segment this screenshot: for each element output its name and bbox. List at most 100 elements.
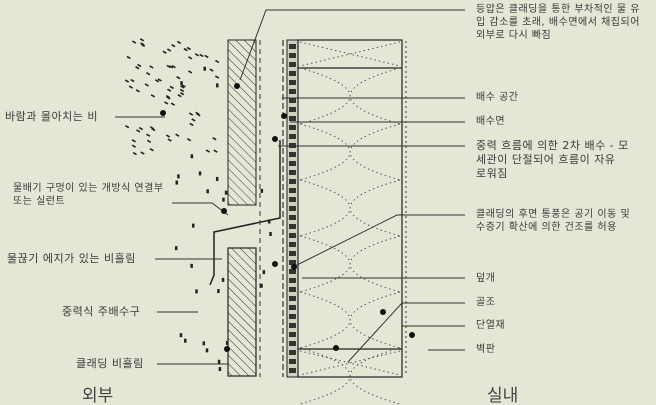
rain-drop bbox=[130, 78, 135, 83]
sheathing-mark bbox=[289, 260, 296, 265]
rain-drop bbox=[124, 79, 130, 83]
rain-drop bbox=[149, 65, 154, 69]
rain-drop bbox=[137, 63, 142, 68]
rain-drop bbox=[199, 53, 204, 58]
sheathing-mark bbox=[289, 296, 296, 301]
sheathing-mark bbox=[289, 80, 296, 85]
insulation-loop bbox=[349, 347, 401, 405]
rain-drop bbox=[168, 65, 174, 69]
rain-drop bbox=[214, 75, 220, 79]
sheathing-mark bbox=[289, 350, 296, 355]
rain-drop bbox=[149, 126, 155, 130]
wallboard-dot bbox=[405, 251, 407, 253]
rain-drop bbox=[209, 68, 214, 72]
label-line: 입 감소를 초래, 배수면에서 채집되어 bbox=[476, 17, 640, 28]
wallboard-dot bbox=[405, 316, 407, 318]
rain-drop bbox=[135, 66, 140, 70]
rain-drop bbox=[169, 85, 174, 90]
sheathing-mark bbox=[289, 107, 296, 112]
blocking-cross bbox=[299, 41, 401, 376]
rain-drop bbox=[213, 149, 218, 153]
sheathing-mark bbox=[289, 161, 296, 166]
rain-drop bbox=[183, 47, 188, 52]
insulation-loop bbox=[349, 235, 401, 293]
sheathing-mark bbox=[289, 215, 296, 220]
sheathing-mark bbox=[289, 251, 296, 256]
water-drop bbox=[225, 340, 229, 345]
label-line: 클래딩의 후면 통풍은 공기 이동 및 bbox=[476, 209, 631, 220]
rain-drops bbox=[124, 38, 272, 372]
wallboard-dot bbox=[405, 46, 407, 48]
sheathing-mark bbox=[289, 359, 296, 364]
rain-drop bbox=[139, 38, 145, 42]
water-drop bbox=[267, 219, 271, 224]
wallboard-dot bbox=[405, 206, 407, 208]
water-drop bbox=[190, 154, 194, 159]
rain-drop bbox=[166, 48, 172, 52]
rain-drop bbox=[188, 70, 193, 74]
wallboard-dot bbox=[405, 91, 407, 93]
wallboard-dot bbox=[405, 156, 407, 158]
rain-drop bbox=[165, 95, 171, 99]
insulation-pattern bbox=[299, 41, 401, 405]
wallboard-dot bbox=[405, 51, 407, 53]
label-insulation: 단열재 bbox=[476, 320, 506, 331]
wallboard-dot bbox=[405, 141, 407, 143]
cladding-lower bbox=[227, 247, 257, 377]
rain-drop bbox=[180, 85, 185, 89]
rain-drop bbox=[131, 139, 136, 143]
rain-drop bbox=[171, 65, 176, 69]
insulation-loop bbox=[299, 347, 351, 405]
rain-drop bbox=[125, 124, 130, 129]
rain-drop bbox=[186, 138, 192, 142]
sheathing-mark bbox=[289, 332, 296, 337]
wallboard-dot bbox=[405, 306, 407, 308]
wallboard-dot bbox=[405, 236, 407, 238]
cladding-upper bbox=[227, 39, 257, 206]
label-cladding-flashing: 클래딩 비흘림 bbox=[76, 357, 144, 370]
wallboard-dot bbox=[405, 126, 407, 128]
wallboard-dot bbox=[405, 131, 407, 133]
wallboard-dot bbox=[405, 171, 407, 173]
sheathing-mark bbox=[289, 62, 296, 67]
pointer-dots bbox=[160, 83, 415, 352]
wallboard-dot bbox=[405, 351, 407, 353]
wallboard-dot bbox=[405, 271, 407, 273]
rain-drop bbox=[188, 112, 194, 116]
wallboard-dot bbox=[405, 181, 407, 183]
sheathing-mark bbox=[289, 233, 296, 238]
label-drip-flashing: 물끊기 에지가 있는 비흘림 bbox=[7, 252, 136, 265]
wallboard-dot bbox=[405, 366, 407, 368]
rain-drop bbox=[188, 56, 193, 60]
label-line: 또는 실런트 bbox=[13, 196, 66, 207]
rain-drop bbox=[135, 89, 140, 93]
wallboard-dot bbox=[405, 186, 407, 188]
label-line: 중력 흐름에 의한 2차 배수 - 모 bbox=[476, 139, 629, 152]
rain-drop bbox=[149, 147, 154, 152]
sheathing-mark bbox=[289, 197, 296, 202]
wallboard-dot bbox=[405, 231, 407, 233]
sheathing-mark bbox=[289, 278, 296, 283]
wallboard-dot bbox=[405, 211, 407, 213]
insulation-loop bbox=[299, 67, 351, 125]
drip-edge bbox=[209, 240, 215, 286]
water-drop bbox=[203, 66, 206, 71]
water-drop bbox=[215, 176, 219, 181]
water-drop bbox=[174, 246, 178, 251]
rain-drop bbox=[204, 54, 209, 59]
wallboard-dot bbox=[405, 136, 407, 138]
sheathing-mark bbox=[289, 89, 296, 94]
label-sheathing: 덮개 bbox=[476, 273, 496, 284]
rain-drop bbox=[146, 133, 151, 137]
framing bbox=[297, 39, 403, 378]
wallboard-dot bbox=[405, 291, 407, 293]
water-drop bbox=[175, 180, 179, 185]
sheathing-mark bbox=[289, 134, 296, 139]
rain-drop bbox=[166, 64, 171, 69]
wallboard-dot bbox=[405, 311, 407, 313]
rain-drop bbox=[212, 136, 217, 141]
rain-drop bbox=[167, 138, 172, 142]
wallboard-dot bbox=[405, 321, 407, 323]
label-wallboard: 벽판 bbox=[476, 344, 496, 355]
